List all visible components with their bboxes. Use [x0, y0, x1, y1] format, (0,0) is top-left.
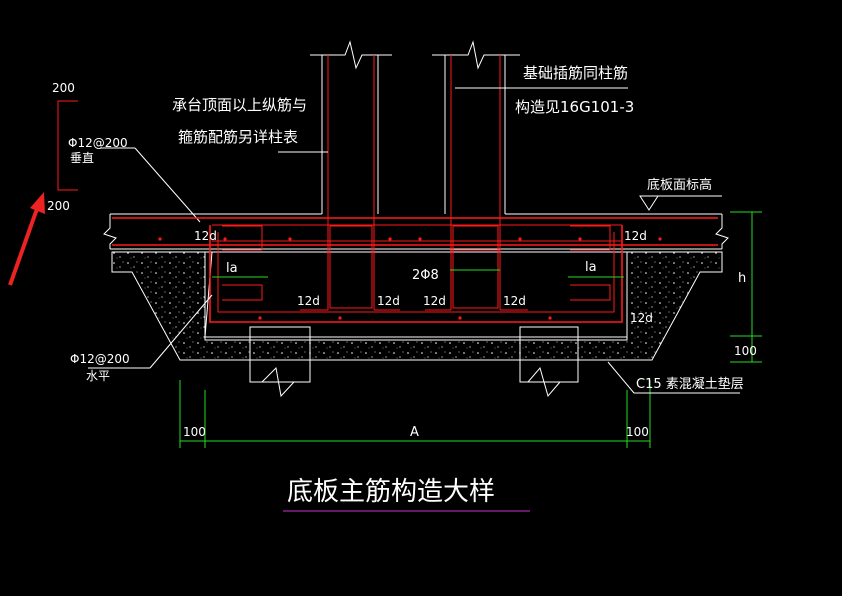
label-12d-upper-right: 12d [624, 229, 647, 243]
label-h: h [738, 271, 746, 286]
note-column-rebar-2: 箍筋配筋另详柱表 [178, 128, 298, 146]
left-note: 200 Φ12@200 垂直 200 [47, 81, 201, 223]
rebar-horizontal-dir: 水平 [86, 369, 110, 383]
label-2phi8: 2Φ8 [412, 268, 439, 283]
label-12d-b2: 12d [377, 294, 400, 308]
label-12d-b4: 12d [503, 294, 526, 308]
rebar-dots [158, 237, 662, 320]
dim-mid-label: A [410, 425, 419, 440]
left-top-value: 200 [52, 81, 75, 95]
label-12d-b1: 12d [297, 294, 320, 308]
label-la-right: la [585, 260, 597, 275]
column-left [310, 40, 392, 214]
note-top-elevation: 底板面标高 [647, 177, 712, 193]
label-12d-b3: 12d [423, 294, 446, 308]
column-right [432, 40, 520, 214]
label-12d-lower-right: 12d [630, 311, 653, 325]
drawing-title: 底板主筋构造大样 [287, 477, 495, 507]
label-la-left: la [226, 261, 238, 276]
rebar-lines [112, 55, 718, 323]
dim-left-label: 100 [183, 425, 206, 439]
note-column-rebar-1: 承台顶面以上纵筋与 [172, 96, 307, 114]
note-cushion: C15 素混凝土垫层 [636, 376, 744, 392]
left-bottom-value: 200 [47, 199, 70, 213]
label-100-vertical: 100 [734, 344, 757, 358]
leader-line [134, 147, 201, 223]
rebar-vertical-label: Φ12@200 [68, 136, 128, 150]
bracket-rebar [57, 100, 78, 191]
dimension-lines [179, 211, 762, 448]
rebar-horizontal-label: Φ12@200 [70, 352, 130, 366]
note-dowel-1: 基础插筋同柱筋 [523, 64, 628, 82]
label-12d-upper-left: 12d [194, 229, 217, 243]
leader-lines [88, 87, 740, 394]
red-arrow-icon [8, 192, 45, 286]
dim-right-label: 100 [626, 425, 649, 439]
note-dowel-2: 构造见16G101-3 [515, 98, 634, 116]
rebar-vertical-dir: 垂直 [70, 151, 94, 165]
foundation-outline [103, 213, 729, 398]
